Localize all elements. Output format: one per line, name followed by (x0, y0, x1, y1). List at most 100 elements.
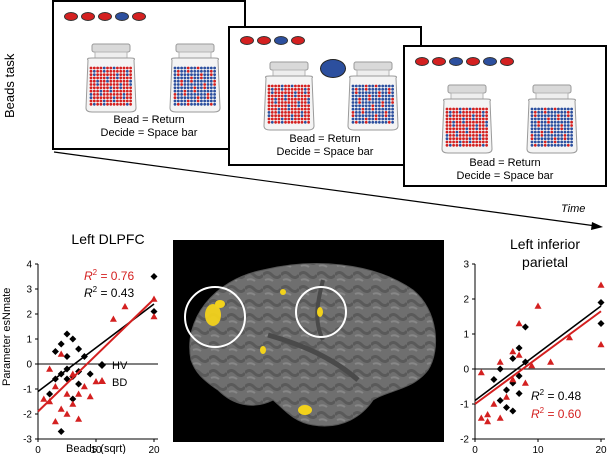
right-chart-title-line2: parietal (522, 254, 568, 270)
bd-point (51, 383, 59, 390)
instruction-bead: Bead = Return (113, 114, 185, 126)
red-bead (98, 12, 112, 21)
red-jar-image (438, 83, 496, 160)
hv-point (86, 370, 94, 378)
bd-point (547, 358, 555, 365)
blue-jar-image (344, 60, 402, 137)
hv-point (515, 344, 523, 352)
y-tick-label: 0 (26, 360, 32, 371)
bd-point (566, 334, 573, 341)
hv-point (515, 390, 523, 397)
hv-fit-line (474, 305, 602, 402)
bd-point (496, 358, 504, 365)
bead-sequence (240, 36, 305, 45)
hv-point (509, 407, 517, 415)
hv-point (515, 372, 523, 380)
bead-sequence (64, 12, 146, 21)
hv-point (69, 335, 77, 343)
red-bead (240, 36, 254, 45)
bd-point (109, 315, 117, 322)
hv-point (503, 404, 510, 411)
bd-point (69, 400, 77, 407)
blue-bead (115, 12, 129, 21)
red-bead (500, 57, 514, 66)
bd-point (534, 302, 542, 309)
red-bead (415, 57, 429, 66)
bd-point (597, 281, 605, 288)
bd-point (46, 365, 54, 372)
y-tick-label: -2 (23, 410, 32, 421)
red-bead (291, 36, 305, 45)
red-bead (466, 57, 480, 66)
y-tick-label: 1 (463, 330, 469, 341)
y-tick-label: 3 (463, 260, 469, 271)
red-jar-image (260, 60, 318, 137)
bd-point (515, 320, 523, 327)
bd-point (75, 415, 83, 422)
red-bead (64, 12, 78, 21)
hv-point (509, 355, 517, 362)
bd-point (503, 393, 510, 400)
hv-point (63, 353, 71, 360)
bd-point (80, 383, 88, 390)
bd-point (521, 379, 529, 386)
hv-point (75, 345, 83, 353)
hv-point (503, 386, 510, 394)
hv-point (63, 330, 71, 338)
bd-point (86, 393, 94, 400)
bd-point (57, 405, 65, 412)
bd-point (57, 350, 65, 357)
bd-point (490, 400, 498, 407)
x-tick-label: 10 (532, 445, 544, 454)
red-bead (132, 12, 146, 21)
instruction-decide: Decide = Space bar (100, 127, 198, 139)
left-chart-xlabel: Beads (sqrt) (66, 443, 126, 454)
r2-hv-label: R2 = 0.43 (84, 285, 134, 300)
red-bead (81, 12, 95, 21)
legend-bd-marker (98, 377, 106, 384)
bd-point (484, 418, 492, 425)
bd-point (496, 414, 504, 421)
left-chart-title: Left DLPFC (71, 231, 145, 247)
time-label: Time (561, 203, 586, 215)
bd-point (484, 411, 492, 418)
task-frame-3: Bead = Return Decide = Space bar (403, 45, 607, 187)
r2-bd-label: R2 = 0.76 (84, 268, 134, 283)
y-tick-label: -2 (460, 435, 469, 446)
instruction-decide: Decide = Space bar (456, 170, 554, 182)
hv-point (597, 299, 605, 306)
y-tick-label: -3 (23, 435, 32, 446)
hv-point (69, 395, 77, 403)
r2-bd-label: R2 = 0.60 (531, 406, 581, 421)
hv-point (46, 390, 54, 398)
bead-sequence (415, 57, 514, 66)
y-tick-label: -1 (460, 400, 469, 411)
bd-point (121, 303, 129, 310)
x-tick-label: 20 (595, 445, 607, 454)
bd-point (477, 369, 485, 376)
bd-point (528, 362, 536, 369)
brain-image (173, 240, 444, 442)
instruction-decide: Decide = Space bar (276, 146, 374, 158)
y-tick-label: 2 (26, 310, 32, 321)
r2-hv-label: R2 = 0.48 (531, 388, 581, 403)
red-jar-image (82, 42, 140, 119)
bd-point (597, 341, 605, 348)
bd-fit-line (474, 310, 602, 405)
red-bead (432, 57, 446, 66)
legend-hv-label: HV (112, 360, 128, 372)
x-tick-label: 10 (90, 445, 102, 454)
legend-bd-label: BD (112, 377, 127, 389)
bd-point (150, 313, 158, 320)
x-tick-label: 0 (472, 445, 478, 454)
blue-bead (449, 57, 463, 66)
drawn-bead (320, 59, 346, 78)
hv-point (150, 273, 158, 280)
instruction-bead: Bead = Return (469, 157, 541, 169)
bd-point (92, 378, 100, 385)
bd-point (515, 351, 523, 358)
bd-point (509, 348, 517, 355)
time-arrow (53, 151, 603, 230)
hv-point (51, 348, 59, 355)
